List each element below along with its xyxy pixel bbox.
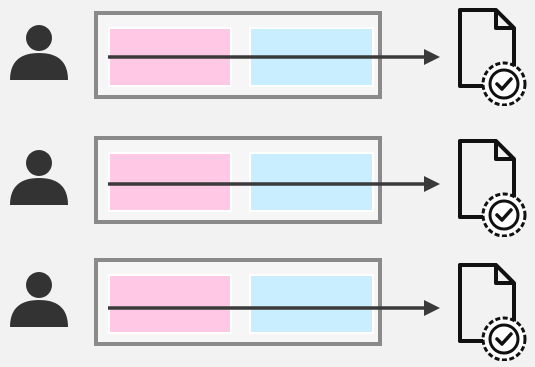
flow-row [0, 247, 535, 367]
check-seal-icon [481, 192, 527, 237]
certified-document-icon [458, 263, 527, 361]
certified-document-icon [458, 139, 527, 237]
user-icon [10, 272, 68, 327]
flow-row [0, 0, 535, 120]
container-frame [94, 136, 382, 224]
check-seal-icon [481, 61, 527, 106]
pink-block [108, 152, 232, 212]
blue-block [249, 274, 374, 334]
certified-document-icon [458, 8, 527, 106]
container-frame [94, 258, 382, 346]
check-seal-icon [481, 316, 527, 361]
flow-arrow [108, 49, 440, 65]
flow-arrow [108, 300, 440, 316]
blue-block [249, 152, 374, 212]
user-icon [10, 25, 68, 80]
pink-block [108, 274, 232, 334]
user-icon [10, 150, 68, 205]
flow-arrow [108, 176, 440, 192]
flow-row [0, 125, 535, 245]
